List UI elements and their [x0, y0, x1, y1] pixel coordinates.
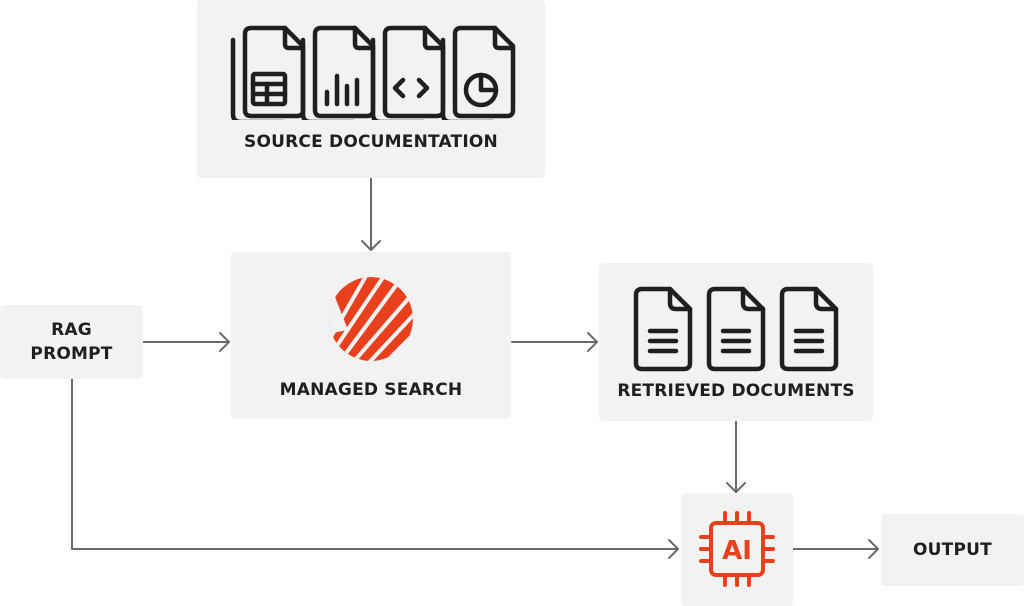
output-box: OUTPUT — [881, 514, 1024, 586]
source-documentation-box: SOURCE DOCUMENTATION — [197, 0, 545, 178]
spreadsheet-document-icon — [230, 25, 306, 120]
edge-prompt-to-ai — [71, 378, 679, 550]
retrieved-documents-box: RETRIEVED DOCUMENTS — [599, 263, 873, 421]
retrieved-documents-label: RETRIEVED DOCUMENTS — [617, 381, 855, 401]
managed-search-label: MANAGED SEARCH — [279, 380, 463, 400]
managed-search-logo — [329, 277, 413, 361]
code-document-icon — [370, 25, 446, 120]
text-document-icon — [633, 286, 693, 372]
source-documents-icon-group — [230, 25, 516, 120]
managed-search-box: MANAGED SEARCH — [231, 252, 511, 419]
retrieved-documents-icon-group — [633, 286, 839, 372]
edge-ai-to-output-arrowhead — [868, 539, 879, 559]
bar-chart-document-icon — [300, 25, 376, 120]
ai-box: AI — [681, 493, 793, 606]
edge-search-to-retrieved-arrowhead — [587, 332, 598, 352]
edge-prompt-to-search-arrowhead — [219, 332, 230, 352]
text-document-icon — [706, 286, 766, 372]
pie-chart-document-icon — [440, 25, 516, 120]
ai-chip-text: AI — [722, 536, 752, 566]
rag-prompt-line1: RAG — [51, 320, 92, 340]
rag-prompt-line2: PROMPT — [30, 344, 113, 364]
output-label: OUTPUT — [913, 540, 992, 560]
ai-chip-icon: AI — [699, 511, 775, 587]
edge-prompt-to-ai-arrowhead — [668, 539, 679, 559]
text-document-icon — [779, 286, 839, 372]
edge-source-to-search-arrowhead — [361, 240, 381, 251]
source-documentation-label: SOURCE DOCUMENTATION — [244, 132, 498, 152]
edge-retrieved-to-ai-arrowhead — [726, 482, 746, 493]
rag-prompt-box: RAG PROMPT — [0, 305, 143, 379]
